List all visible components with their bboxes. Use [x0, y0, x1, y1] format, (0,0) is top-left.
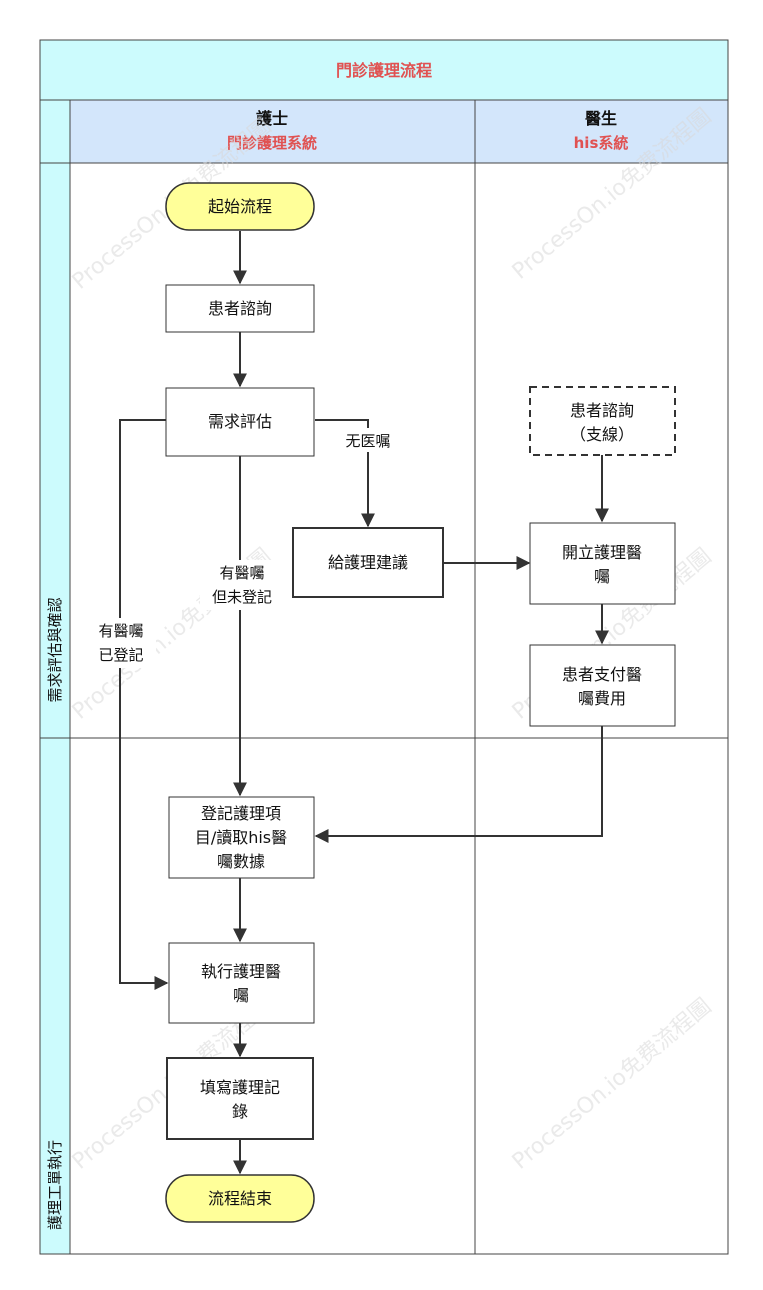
- lane-system-nurse: 門診護理系統: [227, 134, 317, 152]
- header-corner: [39, 99, 71, 164]
- edge-pay-register: [314, 726, 603, 843]
- stage-label-assess: 需求評估與確認: [46, 597, 64, 702]
- node-pay-text: 囑費用: [578, 689, 626, 708]
- node-order-text: 開立護理醫: [562, 543, 642, 562]
- node-assess: [165, 387, 315, 457]
- node-consult-text: 患者諮詢: [208, 299, 272, 318]
- stage-band-assess: [39, 162, 71, 739]
- edge-label-bg: [86, 618, 156, 668]
- node-consult2-text: （支線）: [570, 425, 634, 444]
- node-execute-text: 囑: [233, 986, 249, 1005]
- title-bar: [39, 39, 729, 101]
- node-register: [168, 796, 315, 879]
- edge-labels: 无医嘱 有醫囑 但未登記 有醫囑 已登記: [86, 428, 402, 668]
- edge-assess-execute: [119, 419, 169, 990]
- node-pay-text: 患者支付醫: [562, 665, 642, 684]
- edge-label-order-registered: 有醫囑: [98, 622, 143, 640]
- node-end-text: 流程結束: [208, 1189, 272, 1208]
- node-consult2: [529, 386, 676, 456]
- node-start-text: 起始流程: [208, 197, 272, 216]
- nodes: [165, 182, 676, 1223]
- node-execute-text: 執行護理醫: [201, 962, 281, 981]
- lane-body: [69, 162, 729, 1255]
- node-record-text: 錄: [232, 1102, 248, 1121]
- edge-label-bg: [200, 560, 284, 610]
- edge-label-no-order: 无医嘱: [345, 432, 390, 450]
- lane-name-nurse: 護士: [256, 109, 288, 128]
- node-order-text: 囑: [594, 567, 610, 586]
- node-advice: [292, 527, 444, 598]
- node-register-text: 囑數據: [217, 852, 265, 871]
- edge-label-order-registered: 已登記: [98, 646, 143, 664]
- edge-assess-advice: [315, 419, 375, 528]
- node-labels: 起始流程 患者諮詢 需求評估 給護理建議 患者諮詢 （支線） 開立護理醫 囑 患…: [195, 197, 642, 1208]
- edge-label-order-unregistered: 但未登記: [212, 588, 272, 606]
- node-record: [166, 1057, 314, 1140]
- node-consult: [165, 284, 315, 333]
- node-assess-text: 需求評估: [208, 412, 272, 431]
- node-record-text: 填寫護理記: [200, 1078, 280, 1097]
- lane-name-doctor: 醫生: [585, 109, 617, 128]
- node-register-text: 登記護理項: [201, 804, 281, 823]
- edges: [119, 231, 609, 1175]
- edge-label-order-unregistered: 有醫囑: [219, 564, 264, 582]
- edge-label-bg: [334, 428, 402, 452]
- lane-system-doctor: his系統: [574, 134, 629, 152]
- swimlane-frame: 門診護理流程 護士 門診護理系統 醫生 his系統 需求評估與確認 護理工單執行: [39, 39, 729, 1255]
- stage-label-execute: 護理工單執行: [46, 1140, 64, 1230]
- diagram-title: 門診護理流程: [336, 61, 432, 80]
- watermark: ProcessOn.io免费流程圖: [508, 994, 717, 1175]
- node-end: [165, 1174, 315, 1223]
- node-pay: [529, 644, 676, 727]
- watermarks: ProcessOn.io免费流程圖 ProcessOn.io免费流程圖 Proc…: [68, 104, 717, 1175]
- node-start: [165, 182, 315, 231]
- node-advice-text: 給護理建議: [328, 553, 408, 572]
- node-register-text: 目/讀取his醫: [195, 828, 287, 847]
- node-consult2-text: 患者諮詢: [570, 401, 634, 420]
- node-order: [529, 522, 676, 605]
- node-execute: [168, 942, 315, 1024]
